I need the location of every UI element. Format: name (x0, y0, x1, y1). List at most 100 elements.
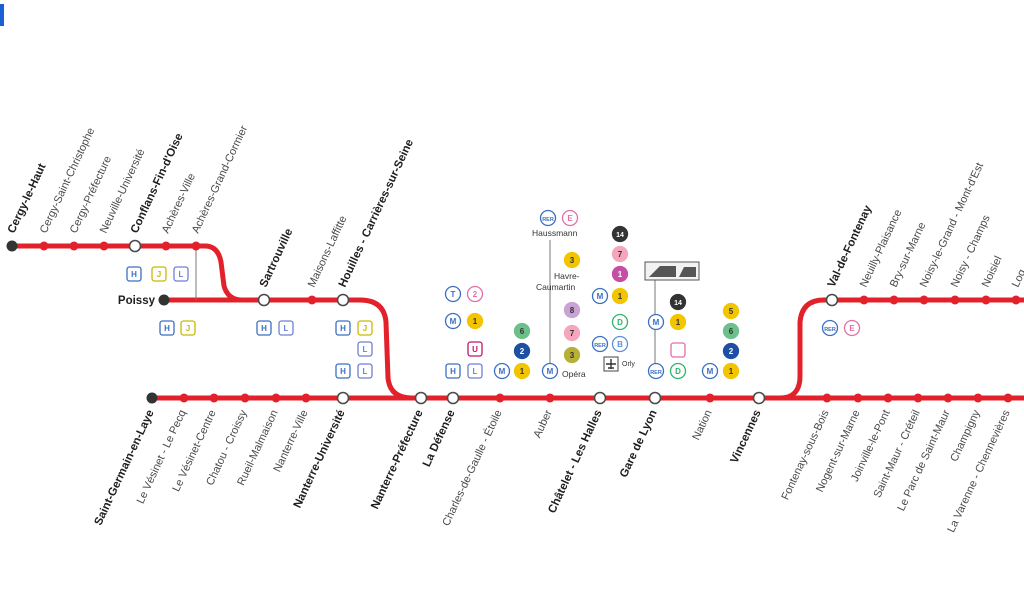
stop-le-vesinet-le-pecq (179, 393, 189, 403)
label-opera: Opéra (562, 369, 586, 379)
connection-badge-n7-27: 7 (563, 324, 581, 342)
badge-label: 1 (676, 318, 681, 327)
badge-label: M (499, 367, 506, 376)
station-label-la-varenne: La Varenne - Chennevières (945, 408, 1013, 535)
connection-badge-l-6: L (278, 320, 294, 336)
badge-label: RER (650, 370, 662, 376)
connection-badge-n14-30: 14 (611, 225, 629, 243)
station-label-auber: Auber (531, 408, 554, 440)
stop-nanterre-universite (336, 391, 350, 405)
connection-badge-j-1: J (151, 266, 167, 282)
plane-icon (603, 356, 619, 372)
connection-badge-j-8: J (357, 320, 373, 336)
connection-badge-n1-33: 1 (611, 287, 629, 305)
connection-badge-n14-38: 14 (669, 293, 687, 311)
stop-le-parc (943, 393, 953, 403)
annotations: Haussmann Havre- Caumartin Opéra Orly (532, 228, 635, 379)
station-label-acheres-grand-cormier: Achères-Grand-Cormier (190, 124, 251, 236)
connection-badge-rer-49: RER (821, 319, 839, 337)
connection-badge-metro-29: M (541, 362, 559, 380)
stop-saint-germain (146, 392, 158, 404)
badge-label: E (849, 324, 855, 333)
stop-chatou (240, 393, 250, 403)
connection-badge-l-9: L (357, 341, 373, 357)
connection-badge-rer-23: RER (539, 209, 557, 227)
badge-label: 1 (729, 367, 734, 376)
badge-label: T (451, 290, 456, 299)
badge-label: 5 (729, 307, 734, 316)
station-label-cergy-saint-christophe: Cergy-Saint-Christophe (38, 126, 97, 235)
connection-badge-e-50: E (843, 319, 861, 337)
connection-badge-n2-20: 2 (513, 342, 531, 360)
connection-badge-metro-48: M (701, 362, 719, 380)
stop-noisy-le-grand (919, 295, 929, 305)
stop-sartrouville (257, 293, 271, 307)
connection-badge-b-36: B (611, 335, 629, 353)
badge-label: L (179, 270, 184, 279)
connection-badge-n3-25: 3 (563, 251, 581, 269)
connection-badge-l-11: L (357, 363, 373, 379)
stop-neuilly-plaisance (859, 295, 869, 305)
connection-badge-blank-41 (670, 342, 686, 358)
station-label-chatelet: Châtelet - Les Halles (546, 408, 604, 515)
connection-badge-metro-40: M (647, 313, 665, 331)
connection-badge-transilien-17: H (445, 363, 461, 379)
connection-badge-n1-47: 1 (722, 362, 740, 380)
connection-badge-n6-19: 6 (513, 322, 531, 340)
badge-label: 7 (570, 329, 575, 338)
stop-la-defense (446, 391, 460, 405)
connection-badge-n8-26: 8 (563, 301, 581, 319)
track-marne-la-vallee-branch (777, 297, 1024, 401)
badge-label: H (131, 270, 137, 279)
stop-vincennes (752, 391, 766, 405)
stop-le-vesinet-centre (209, 393, 219, 403)
connection-badge-transilien-0: H (126, 266, 142, 282)
badge-label: B (617, 340, 623, 349)
badge-label: 1 (618, 292, 623, 301)
connection-badge-n6-45: 6 (722, 322, 740, 340)
connection-badge-u-16: U (467, 341, 483, 357)
stop-fontenay-sous-bois (822, 393, 832, 403)
badge-label: 1 (520, 367, 525, 376)
badge-label: D (675, 367, 681, 376)
track-poissy-branch (161, 297, 415, 401)
badge-label: J (186, 324, 190, 333)
stop-saint-maur-creteil (913, 393, 923, 403)
connection-badge-j-4: J (180, 320, 196, 336)
stop-acheres-grand-cormier (191, 241, 201, 251)
stop-charles-de-gaulle (495, 393, 505, 403)
stop-cergy-saint-christophe (39, 241, 49, 251)
station-label-nation: Nation (690, 408, 714, 442)
badge-label: L (284, 324, 289, 333)
station-label-nanterre-prefecture: Nanterre-Préfecture (369, 408, 426, 511)
train-icon (644, 261, 700, 281)
label-haussmann: Haussmann (532, 228, 578, 238)
connection-badge-d-35: D (611, 313, 629, 331)
badge-label: 14 (674, 300, 682, 307)
badge-label: U (472, 345, 478, 354)
badge-label: J (157, 270, 161, 279)
stop-joinville (883, 393, 893, 403)
badge-label: RER (542, 217, 554, 223)
stop-houilles (336, 293, 350, 307)
connection-badge-tram-12: T (444, 285, 462, 303)
badge-label: 7 (618, 250, 623, 259)
badge-label: J (363, 324, 367, 333)
badge-label: 2 (729, 347, 734, 356)
connection-badge-n1-39: 1 (669, 313, 687, 331)
badge-label: M (653, 318, 660, 327)
badge-label: RER (594, 343, 606, 349)
stop-nogent (853, 393, 863, 403)
stop-noisiel (981, 295, 991, 305)
badge-label: 6 (729, 327, 734, 336)
stop-nation (705, 393, 715, 403)
stop-neuville-universite (99, 241, 109, 251)
stop-val-de-fontenay (825, 293, 839, 307)
stop-noisy-champs (950, 295, 960, 305)
stop-la-varenne (1003, 393, 1013, 403)
connection-badge-transilien-5: H (256, 320, 272, 336)
badge-label: 14 (616, 232, 624, 239)
stop-cergy-prefecture (69, 241, 79, 251)
connection-badge-metro-21: M (493, 362, 511, 380)
